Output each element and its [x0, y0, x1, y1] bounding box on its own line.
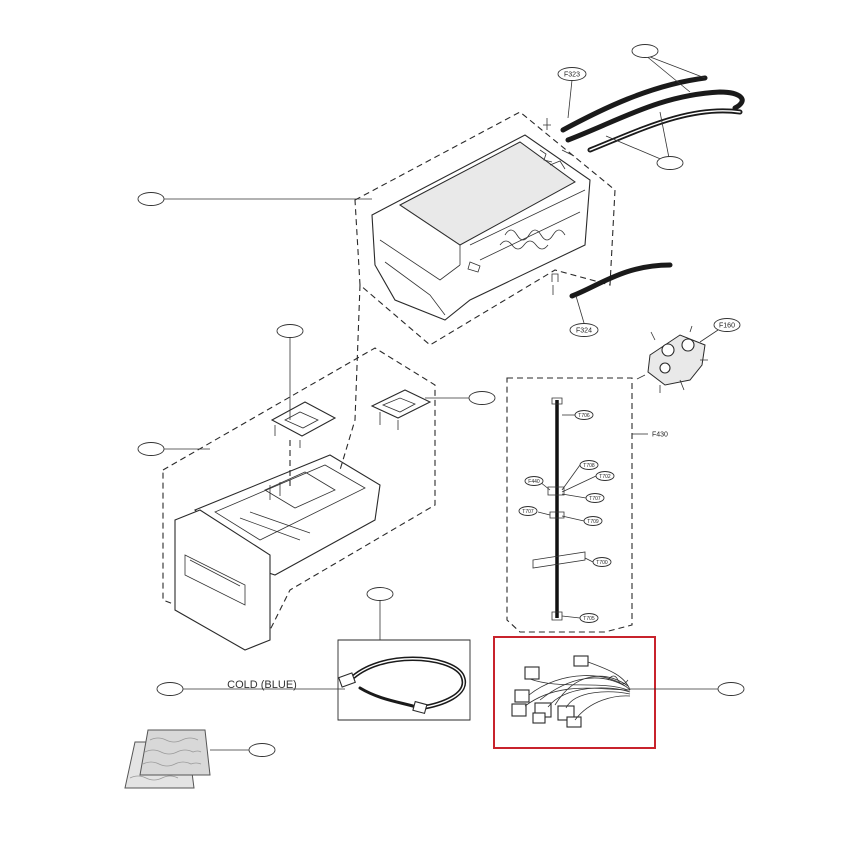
callout-t706[interactable]: T706 — [574, 410, 594, 420]
code-f430: F430 — [652, 432, 668, 439]
code-t707: T707 — [589, 496, 601, 502]
cold-blue-label: COLD (BLUE) — [227, 679, 297, 691]
callout-t709[interactable]: T709 — [583, 516, 603, 526]
callout-housing[interactable] — [137, 192, 372, 206]
inlet-hoses[interactable] — [543, 75, 745, 299]
callout-cold-hose[interactable]: COLD (BLUE) — [156, 679, 345, 696]
callout-filter[interactable] — [248, 743, 276, 757]
callout-f324[interactable]: F324 — [569, 295, 599, 337]
dispenser-housing-assembly[interactable] — [354, 111, 616, 346]
callout-f160[interactable]: F160 — [699, 318, 741, 343]
callout-f440[interactable]: F440 — [524, 476, 544, 486]
code-t709: T709 — [587, 519, 599, 525]
callout-t707-left[interactable]: T707 — [518, 506, 538, 516]
code-f160: F160 — [719, 323, 735, 330]
highlighted-wire-harness[interactable] — [493, 636, 720, 749]
code-t707b: T707 — [522, 509, 534, 515]
callout-hoses-bottom[interactable] — [605, 111, 684, 170]
callout-harness[interactable] — [717, 682, 745, 696]
callout-t708[interactable]: T708 — [579, 460, 599, 470]
code-t705: T705 — [583, 616, 595, 622]
callout-t702[interactable]: T702 — [595, 471, 615, 481]
filter-screens[interactable] — [124, 729, 250, 789]
siphon-caps[interactable] — [270, 389, 432, 448]
callout-t705[interactable]: T705 — [579, 613, 599, 623]
callout-drawer[interactable] — [137, 442, 210, 456]
callout-siphon-left[interactable] — [276, 324, 304, 421]
cold-inlet-hose[interactable] — [337, 639, 471, 721]
code-t700: T700 — [596, 560, 608, 566]
callout-f430[interactable]: F430 — [652, 432, 668, 439]
callout-cold-hose-top[interactable] — [366, 587, 394, 641]
inlet-valve[interactable] — [636, 325, 708, 393]
wire-harness-kit[interactable] — [506, 377, 648, 633]
code-f440: F440 — [528, 479, 540, 485]
callout-siphon-right[interactable] — [425, 391, 496, 405]
selection-highlight-box — [493, 636, 656, 749]
callout-t707[interactable]: T707 — [585, 493, 605, 503]
detergent-drawer-assembly[interactable] — [162, 347, 436, 651]
callout-hoses-top[interactable] — [631, 44, 706, 93]
callout-t700[interactable]: T700 — [592, 557, 612, 567]
callout-f323[interactable]: F323 — [557, 67, 587, 119]
code-t708: T708 — [583, 463, 595, 469]
assembly-guide-line — [339, 284, 361, 471]
code-f323: F323 — [564, 72, 580, 79]
code-f324: F324 — [576, 328, 592, 335]
code-t706: T706 — [578, 413, 590, 419]
code-t702: T702 — [599, 474, 611, 480]
